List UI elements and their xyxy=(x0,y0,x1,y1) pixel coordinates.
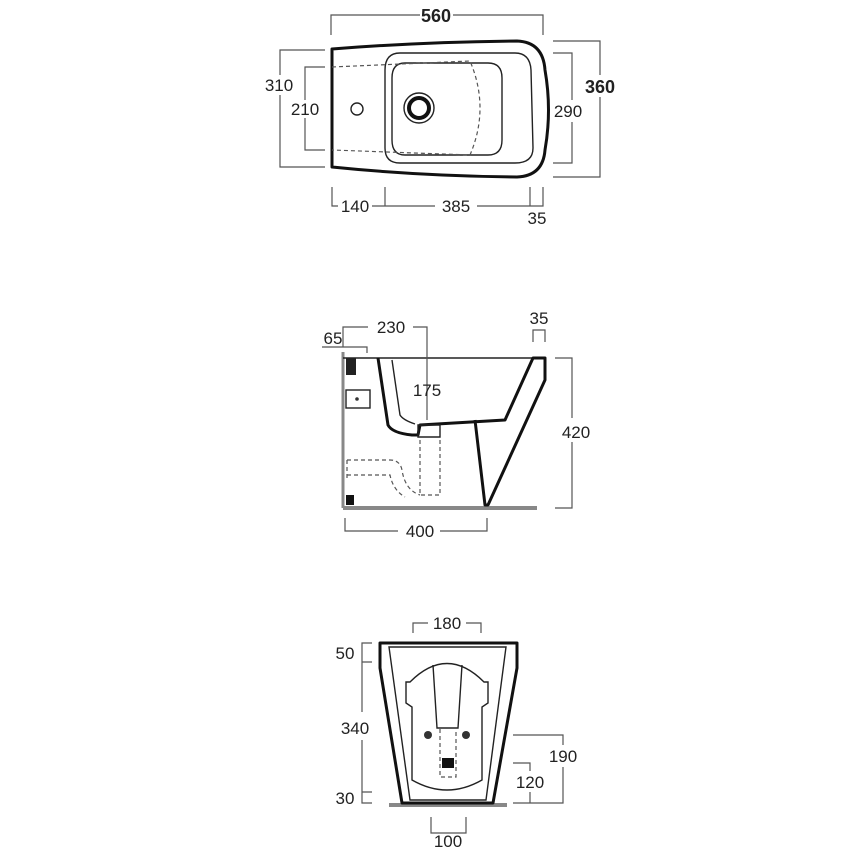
fixing-left-icon xyxy=(424,731,432,739)
inlet-point xyxy=(355,397,359,401)
dim-420: 420 xyxy=(562,423,590,442)
dim-360: 360 xyxy=(585,77,615,97)
dim-560: 560 xyxy=(421,6,451,26)
inlet-box xyxy=(345,389,371,409)
top-rim xyxy=(384,52,534,164)
tap-hole-icon xyxy=(350,102,364,116)
dim-290: 290 xyxy=(554,102,582,121)
dim-175: 175 xyxy=(413,381,441,400)
front-bowl xyxy=(405,662,489,791)
dim-180: 180 xyxy=(433,614,461,633)
side-bowl xyxy=(376,356,547,507)
dim-65: 65 xyxy=(324,329,343,348)
trap-hidden xyxy=(346,440,441,498)
side-view: 230 65 175 35 420 400 xyxy=(322,309,590,541)
dim-120: 120 xyxy=(516,773,544,792)
dim-340: 340 xyxy=(341,719,369,738)
front-view: 180 50 340 30 190 120 100 xyxy=(336,614,578,851)
front-inner xyxy=(388,646,507,801)
bowl-inner xyxy=(391,359,416,425)
dim-100: 100 xyxy=(434,832,462,851)
dim-35-side: 35 xyxy=(530,309,549,328)
floor-bracket xyxy=(346,495,354,505)
top-view: 560 310 210 360 290 140 385 35 xyxy=(265,6,615,228)
drain-icon xyxy=(407,96,431,120)
dim-190: 190 xyxy=(549,747,577,766)
front-outline xyxy=(378,641,519,805)
dim-230: 230 xyxy=(377,318,405,337)
dim-140: 140 xyxy=(341,197,369,216)
top-hidden-lines xyxy=(331,60,481,156)
dim-35-top: 35 xyxy=(528,209,547,228)
dim-50: 50 xyxy=(336,644,355,663)
waste-outlet xyxy=(417,424,441,438)
top-bowl xyxy=(391,62,503,156)
dim-310: 310 xyxy=(265,76,293,95)
dim-210: 210 xyxy=(291,100,319,119)
top-outline xyxy=(330,39,550,179)
wall-bracket xyxy=(346,358,356,375)
drain-outer xyxy=(403,92,435,124)
front-spout xyxy=(432,664,463,729)
fixing-right-icon xyxy=(462,731,470,739)
front-waste-hidden xyxy=(439,729,457,778)
inlet-square-icon xyxy=(442,758,454,768)
dim-400: 400 xyxy=(406,522,434,541)
dim-385: 385 xyxy=(442,197,470,216)
dim-30: 30 xyxy=(336,789,355,808)
